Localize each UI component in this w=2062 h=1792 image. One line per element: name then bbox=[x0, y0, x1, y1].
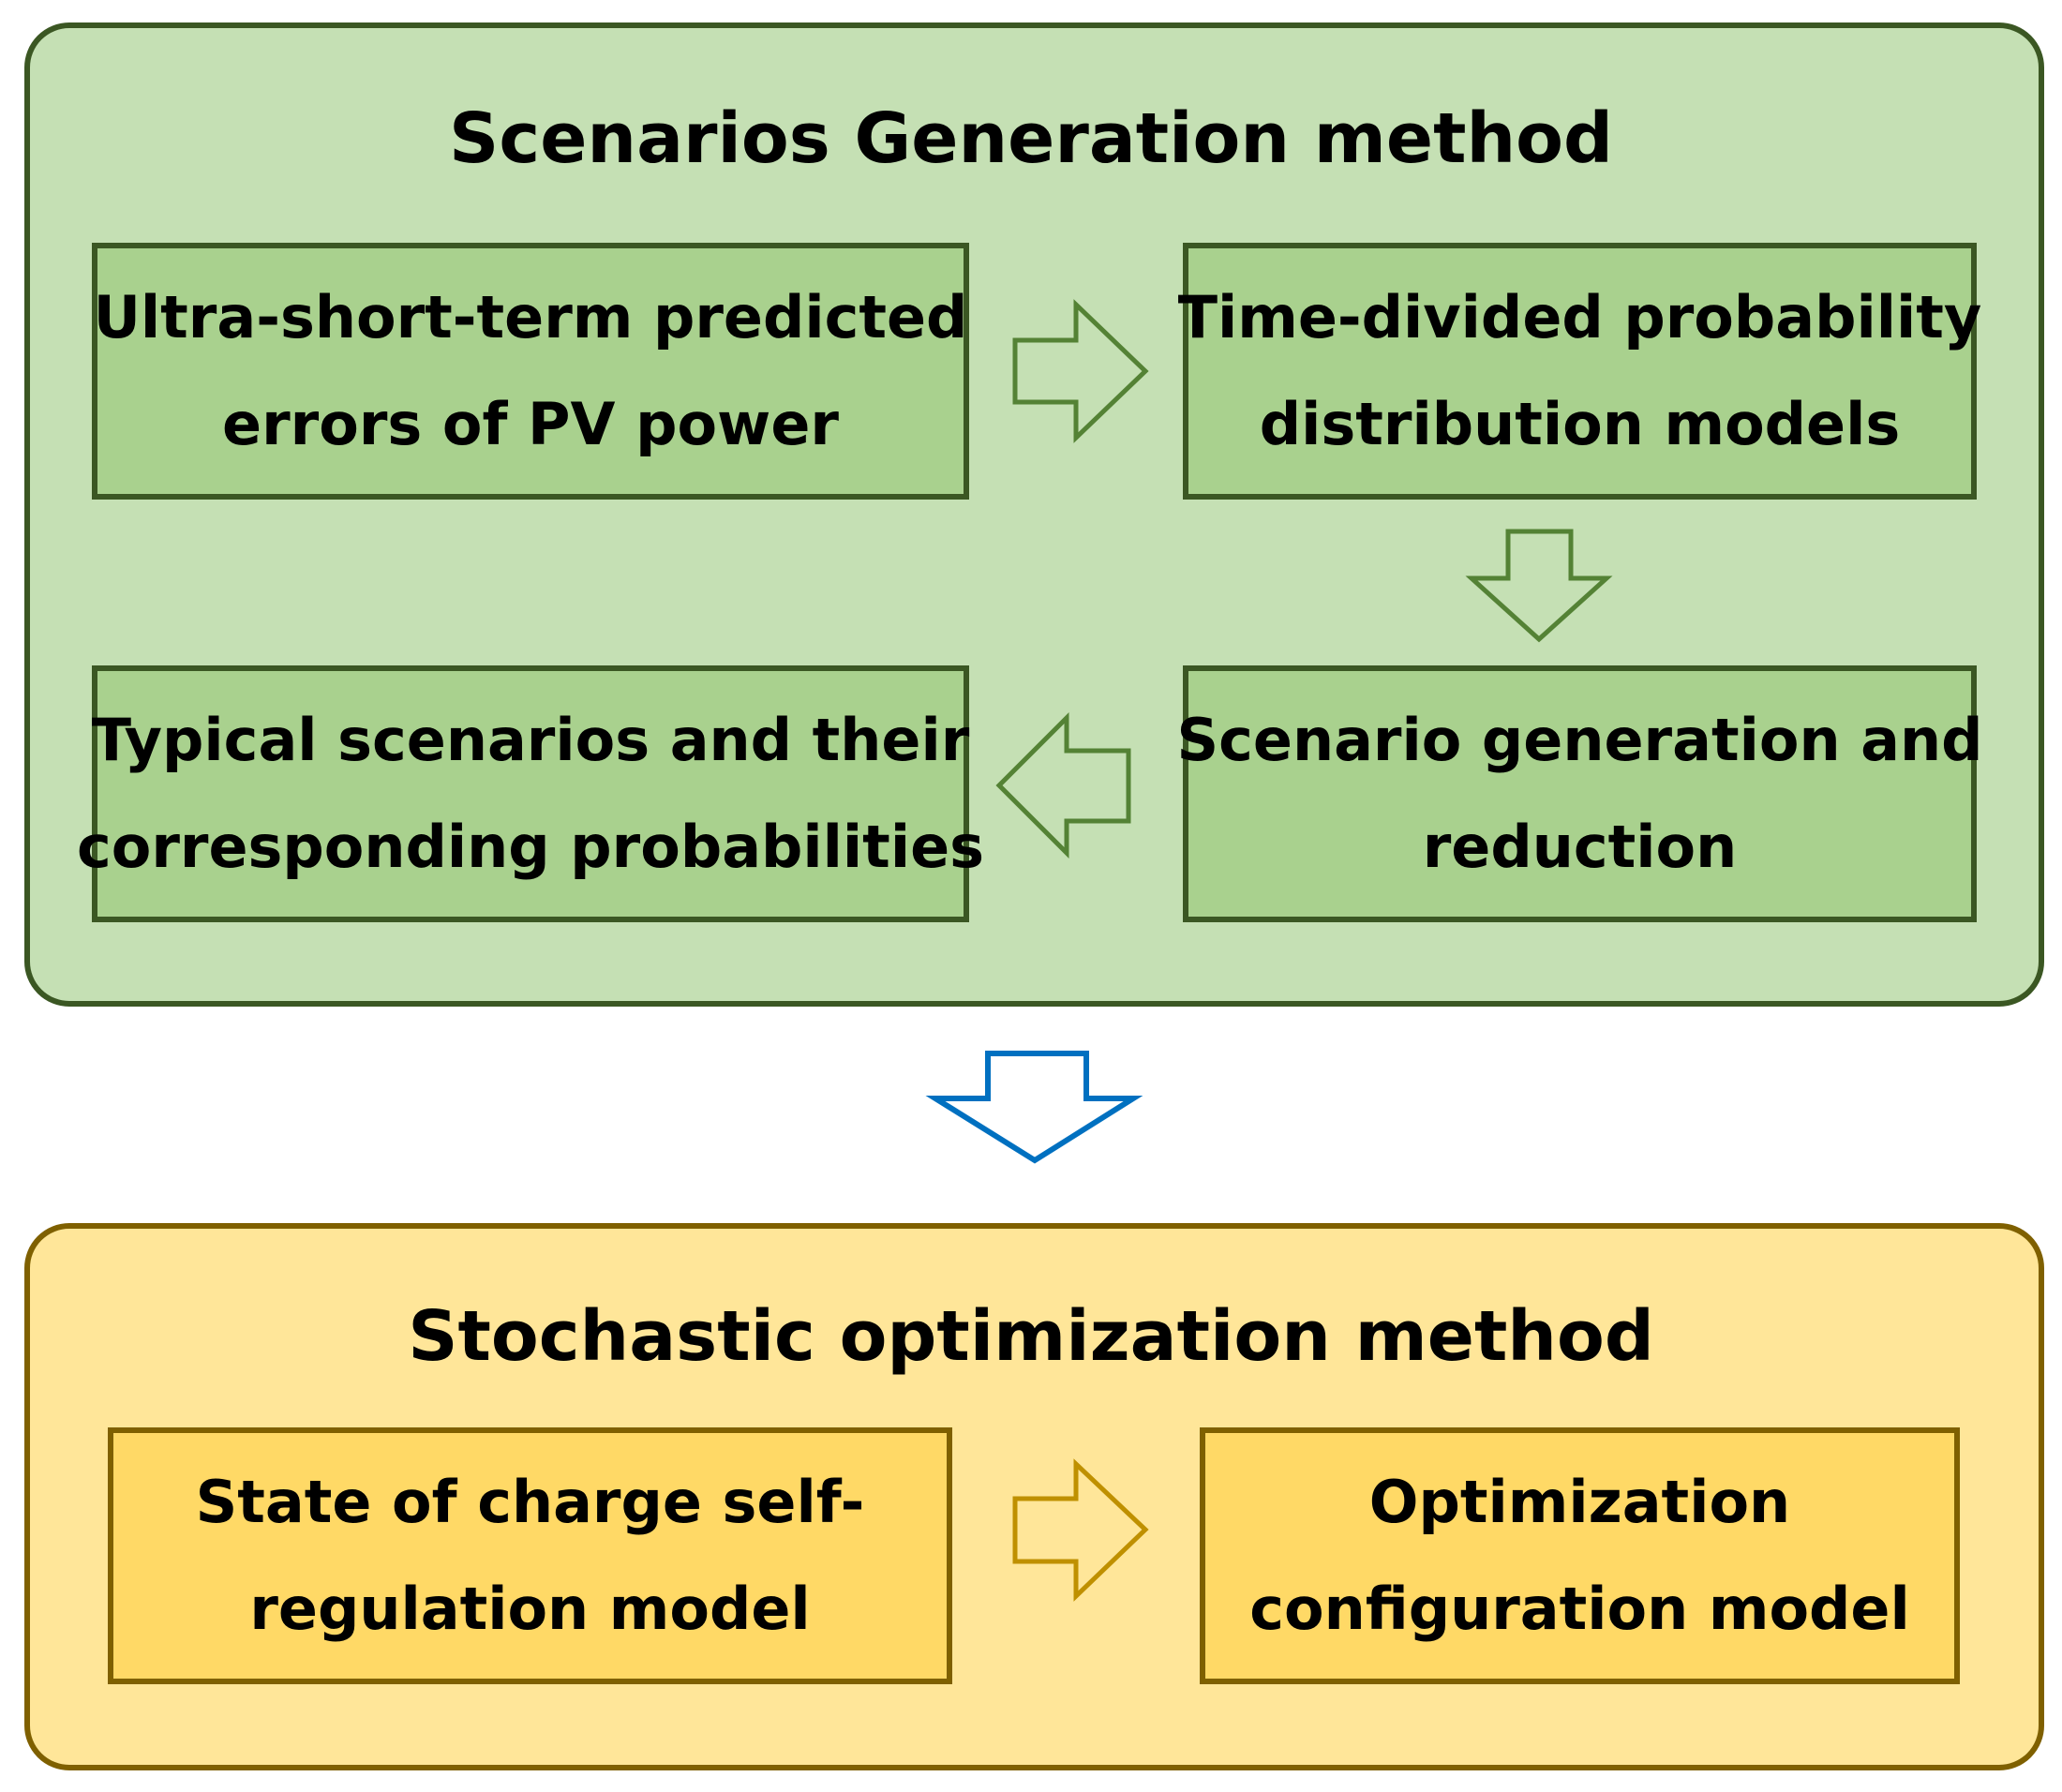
generation-reduction-line1: Scenario generation and bbox=[1176, 706, 1983, 774]
probability-models-box: Time-divided probability distribution mo… bbox=[1178, 243, 1981, 500]
configuration-model-box: Optimization configuration model bbox=[1200, 1427, 1960, 1684]
flow-arrow-down-icon bbox=[925, 1051, 1143, 1164]
configuration-model-line2: configuration model bbox=[1249, 1575, 1910, 1643]
probability-models-line2: distribution models bbox=[1259, 390, 1901, 458]
probability-models-line1: Time-divided probability bbox=[1177, 283, 1982, 351]
prediction-errors-line2: errors of PV power bbox=[222, 390, 839, 458]
soc-regulation-line1: State of charge self- bbox=[195, 1468, 865, 1536]
soc-regulation-box: State of charge self- regulation model bbox=[108, 1427, 952, 1684]
soc-regulation-line2: regulation model bbox=[249, 1575, 811, 1643]
arrow-down-icon bbox=[1465, 529, 1613, 643]
arrow-right-icon-yellow bbox=[1012, 1458, 1149, 1602]
scenario-generation-title: Scenarios Generation method bbox=[449, 98, 1613, 179]
configuration-model-line1: Optimization bbox=[1368, 1468, 1791, 1536]
stochastic-optimization-title: Stochastic optimization method bbox=[408, 1296, 1654, 1377]
typical-scenarios-line2: corresponding probabilities bbox=[76, 813, 985, 881]
arrow-left-icon bbox=[995, 711, 1131, 859]
prediction-errors-line1: Ultra-short-term predicted bbox=[93, 283, 968, 351]
generation-reduction-box: Scenario generation and reduction bbox=[1176, 665, 1983, 922]
typical-scenarios-line1: Typical scenarios and their bbox=[91, 706, 970, 774]
prediction-errors-box: Ultra-short-term predicted errors of PV … bbox=[92, 243, 969, 500]
generation-reduction-line2: reduction bbox=[1422, 813, 1738, 881]
typical-scenarios-box: Typical scenarios and their correspondin… bbox=[77, 665, 984, 922]
arrow-right-icon bbox=[1012, 299, 1149, 443]
